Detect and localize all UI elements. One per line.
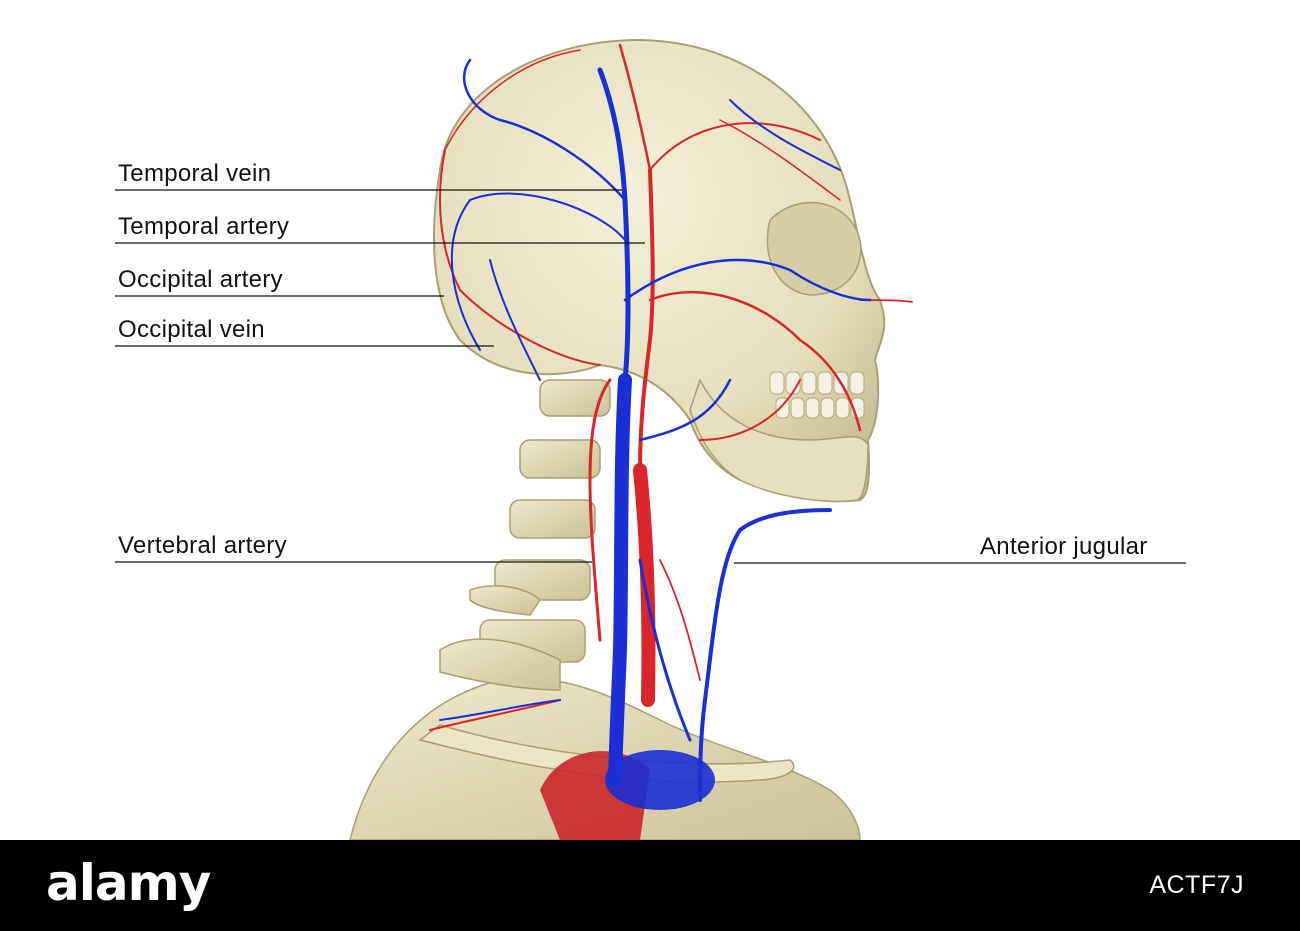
label-occipital-vein: Occipital vein [118,316,265,343]
label-temporal-artery: Temporal artery [118,213,290,240]
cervical-spine [439,379,611,691]
head-neck-illustration [115,38,1186,840]
label-temporal-vein: Temporal vein [118,160,272,187]
alamy-logo: alamy [46,854,211,912]
leader-lines [115,189,1186,564]
label-occipital-artery: Occipital artery [118,266,283,293]
arteries [429,43,913,731]
label-vertebral-artery: Vertebral artery [118,532,287,559]
watermark-footer: alamy ACTF7J [0,840,1300,931]
image-id: ACTF7J [1149,871,1244,899]
label-anterior-jugular: Anterior jugular [980,533,1148,560]
veins [439,58,872,802]
